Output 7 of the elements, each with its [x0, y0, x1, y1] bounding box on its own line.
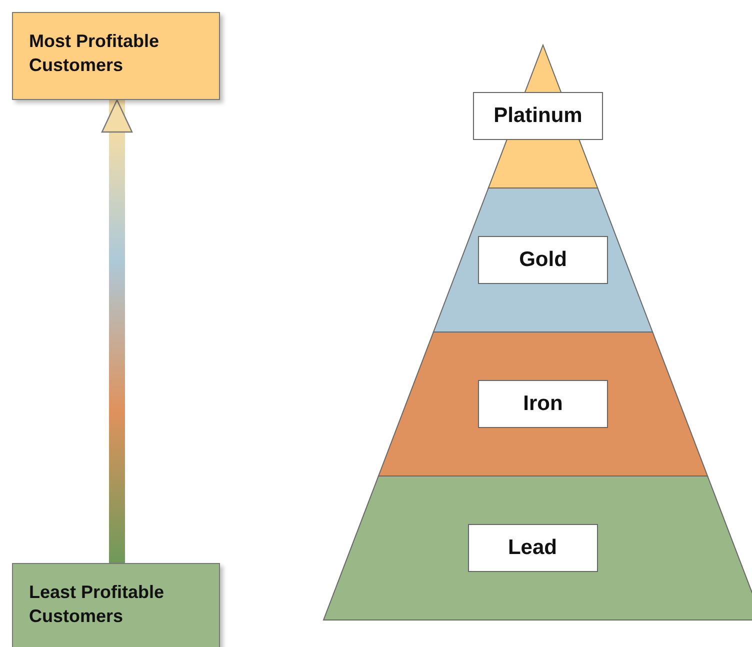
customer-group-box: Least Profitable Customers: [12, 563, 220, 647]
tier-label-box: Gold: [478, 236, 608, 284]
tier-label-box: Platinum: [473, 92, 603, 140]
arrow: [101, 99, 133, 563]
customer-group-box: Most Profitable Customers: [12, 12, 220, 100]
tier-label-box: Lead: [468, 524, 598, 572]
tier-label-box: Iron: [478, 380, 608, 428]
